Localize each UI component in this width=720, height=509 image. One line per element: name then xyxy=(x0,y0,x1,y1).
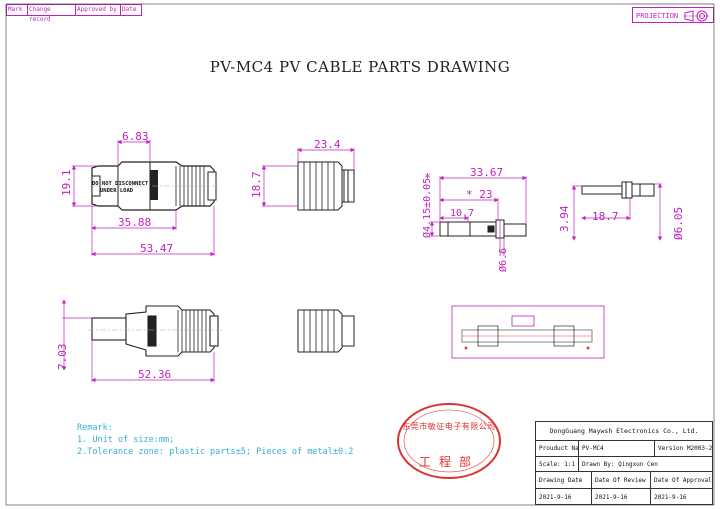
assembly-photo xyxy=(451,305,605,359)
dim-male-pin-height: 3.94 xyxy=(558,205,571,232)
dim-length-inner: 35.88 xyxy=(118,216,151,229)
product-value: PV-MC4 xyxy=(578,441,654,456)
drawing-date-value: 2021-9-16 xyxy=(539,493,572,501)
dim-pin-base-dia: Ø6.6 xyxy=(497,248,509,272)
company-stamp-icon xyxy=(397,403,501,479)
company-name: DongGuang Maywsh Electronics Co., Ltd. xyxy=(549,427,699,435)
nut-end-view-bottom xyxy=(297,309,355,353)
dim-nut-width: 23.4 xyxy=(314,138,341,151)
col-drawing-date: Drawing Date xyxy=(539,476,583,484)
projection-symbol-icon xyxy=(683,10,709,22)
dims-view1 xyxy=(71,139,215,257)
sheet-border xyxy=(5,3,715,506)
projection-box: PROJECTION xyxy=(632,7,714,23)
dim-pin-star-mark: * xyxy=(424,171,431,185)
version-value: M2003-2 xyxy=(686,445,713,452)
dim-male-pin-len: 18.7 xyxy=(592,210,619,223)
approval-date-value: 2021-9-16 xyxy=(650,489,714,505)
remarks-line2: 2.Tolerance zone: plastic parts±5; Piece… xyxy=(77,447,354,457)
dim-top-small: 6.83 xyxy=(122,130,149,143)
projection-label: PROJECTION xyxy=(636,12,679,20)
female-pin-view xyxy=(439,219,527,239)
review-date-value: 2021-9-16 xyxy=(591,489,650,505)
product-label: Prouduct Name xyxy=(539,445,578,452)
dim-length-total: 53.47 xyxy=(140,242,173,255)
col-approval-date: Date Of Approval xyxy=(650,472,714,488)
remarks-line1: 1. Unit of size:mm; xyxy=(77,435,175,445)
dim-male-pin-dia: Ø6.05 xyxy=(672,207,685,240)
dim-pin-small: 10.7 xyxy=(450,208,474,219)
drawing-title: PV-MC4 PV CABLE PARTS DRAWING xyxy=(209,58,511,76)
rev-date-cell: Date xyxy=(120,4,142,16)
dim-bottom-height: 7.03 xyxy=(56,344,69,371)
version-label: Version xyxy=(658,445,684,452)
dim-bottom-length: 52.36 xyxy=(138,368,171,381)
dim-nut-height: 18.7 xyxy=(250,172,263,199)
dim-pin-star: * 23 xyxy=(466,188,493,201)
scale-label: Scale: 1:1 xyxy=(539,460,576,468)
nut-end-view xyxy=(297,161,355,211)
dim-height-left: 19.1 xyxy=(60,170,73,197)
col-review-date: Date Of Review xyxy=(591,472,650,488)
male-pin-view xyxy=(581,181,655,199)
version-cell: Version M2003-2 xyxy=(654,441,714,456)
remarks-block: Remark: 1. Unit of size:mm; 2.Tolerance … xyxy=(77,422,353,458)
drawn-by: Drawn By: Qingxun Cen xyxy=(578,457,714,471)
dim-pin-length: 33.67 xyxy=(470,166,503,179)
connector-warning-line1: DO NOT DISCONNECT xyxy=(92,181,149,187)
title-block: DongGuang Maywsh Electronics Co., Ltd. P… xyxy=(535,421,713,505)
stamp-ring-text: 东莞市敏征电子有限公司 xyxy=(402,422,496,431)
male-connector-side-view xyxy=(91,305,219,357)
connector-warning-line2: UNDER LOAD xyxy=(100,188,134,194)
female-connector-side-view: DO NOT DISCONNECT UNDER LOAD xyxy=(91,161,220,211)
stamp-center-text: 工程部 xyxy=(418,455,479,469)
dim-pin-diameter: Ø4.15±0.05 xyxy=(421,178,433,238)
remarks-heading: Remark: xyxy=(77,423,113,433)
